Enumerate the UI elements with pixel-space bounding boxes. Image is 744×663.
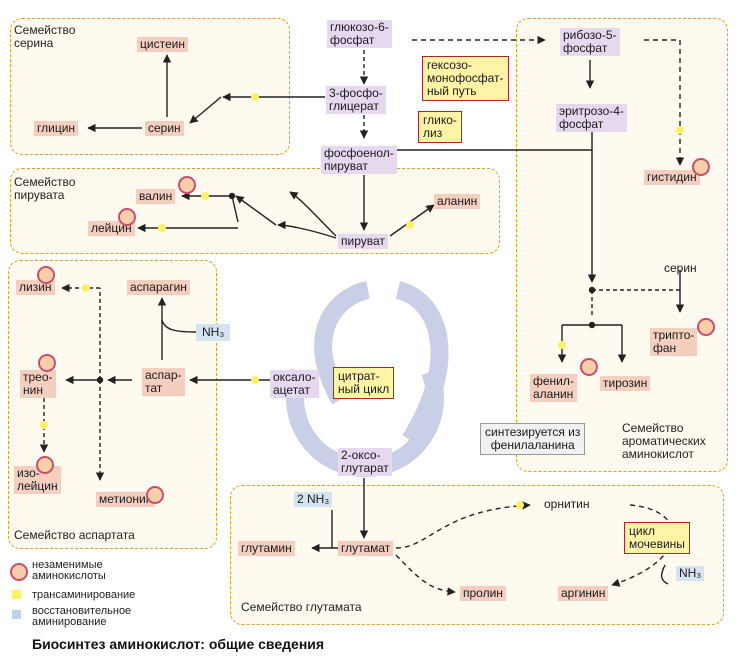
figure-caption: Биосинтез аминокислот: общие сведения xyxy=(32,636,325,652)
node-erythrose-4-phosphate: эритрозо-4- фосфат xyxy=(556,104,627,132)
aa-tryptophan: трипто- фан xyxy=(650,328,698,356)
aa-tyrosine: тирозин xyxy=(600,376,651,391)
essential-ring-leucine xyxy=(118,208,136,226)
node-glucose-6-phosphate: глюкозо-6- фосфат xyxy=(327,20,392,48)
family-pyruvate xyxy=(10,168,500,254)
aa-alanine: аланин xyxy=(434,194,481,209)
essential-ring-lysine xyxy=(37,266,55,284)
legend-essential-ring xyxy=(10,563,28,581)
family-aspartate-title: Семейство аспартата xyxy=(14,528,135,542)
family-aromatic-title: Семейство ароматических аминокислот xyxy=(622,421,706,461)
essential-ring-methionine xyxy=(146,486,164,504)
aa-arginine: аргинин xyxy=(558,586,609,601)
pathway-citrate-cycle: цитрат- ный цикл xyxy=(333,367,395,399)
aa-ornithine: орнитин xyxy=(544,497,590,511)
pathway-glycolysis: глико- лиз xyxy=(418,111,462,143)
aa-aspartate: аспар- тат xyxy=(142,368,185,396)
essential-ring-isoleucine xyxy=(36,456,54,474)
family-glutamate-title: Семейство глутамата xyxy=(241,600,362,614)
aa-glutamine: глутамин xyxy=(238,541,295,556)
legend-reductive-mark xyxy=(12,610,21,619)
node-3-phosphoglycerate: 3-фосфо- глицерат xyxy=(326,86,386,114)
aa-threonine: трео- нин xyxy=(20,370,56,398)
node-oxaloacetate: оксало- ацетат xyxy=(270,370,319,398)
essential-ring-threonine xyxy=(38,354,56,372)
label-2nh3-glutamate: 2 NH₃ xyxy=(294,492,333,507)
note-tyrosine-from-phenylalanine: синтезируется из фенилаланина xyxy=(480,423,586,455)
node-phosphoenolpyruvate: фосфоенол- пируват xyxy=(321,146,397,174)
aa-valine: валин xyxy=(136,189,176,204)
label-serine-tryptophan: серин xyxy=(664,261,697,275)
aa-glycine: глицин xyxy=(34,121,79,136)
essential-ring-histidine xyxy=(692,158,710,176)
pathway-urea-cycle: цикл мочевины xyxy=(624,522,690,554)
family-aspartate xyxy=(8,260,217,549)
family-serine-title: Семейство серина xyxy=(14,23,76,50)
aa-cysteine: цистеин xyxy=(137,37,188,52)
aa-methionine: метионин xyxy=(96,492,156,507)
node-pyruvate: пируват xyxy=(338,234,388,249)
aa-histidine: гистидин xyxy=(644,170,700,185)
essential-ring-tryptophan xyxy=(697,318,715,336)
family-glutamate xyxy=(230,485,724,625)
legend-transamination-text: трансаминирование xyxy=(32,589,136,601)
essential-ring-phenylalanine xyxy=(580,358,598,376)
legend-reductive-text: восстановительное аминирование xyxy=(32,605,132,628)
label-nh3-urea: NH₃ xyxy=(676,566,705,581)
legend-transamination-mark xyxy=(12,590,21,599)
essential-ring-valine xyxy=(178,176,196,194)
pathway-hexose-monophosphate: гексозо- монофосфат- ный путь xyxy=(422,56,509,101)
node-2-oxoglutarate: 2-оксо- глутарат xyxy=(338,448,392,476)
legend-essential-text: незаменимые аминокислоты xyxy=(32,559,106,582)
aa-serine: серин xyxy=(145,121,184,136)
family-pyruvate-title: Семейство пирувата xyxy=(14,175,76,202)
label-nh3-asparagine: NH₃ xyxy=(196,324,231,341)
node-ribose-5-phosphate: рибозо-5- фосфат xyxy=(560,28,620,56)
aa-proline: пролин xyxy=(460,586,506,601)
aa-glutamate: глутамат xyxy=(338,541,394,556)
aa-phenylalanine: фенил- аланин xyxy=(530,374,577,402)
aa-asparagine: аспарагин xyxy=(127,280,190,295)
